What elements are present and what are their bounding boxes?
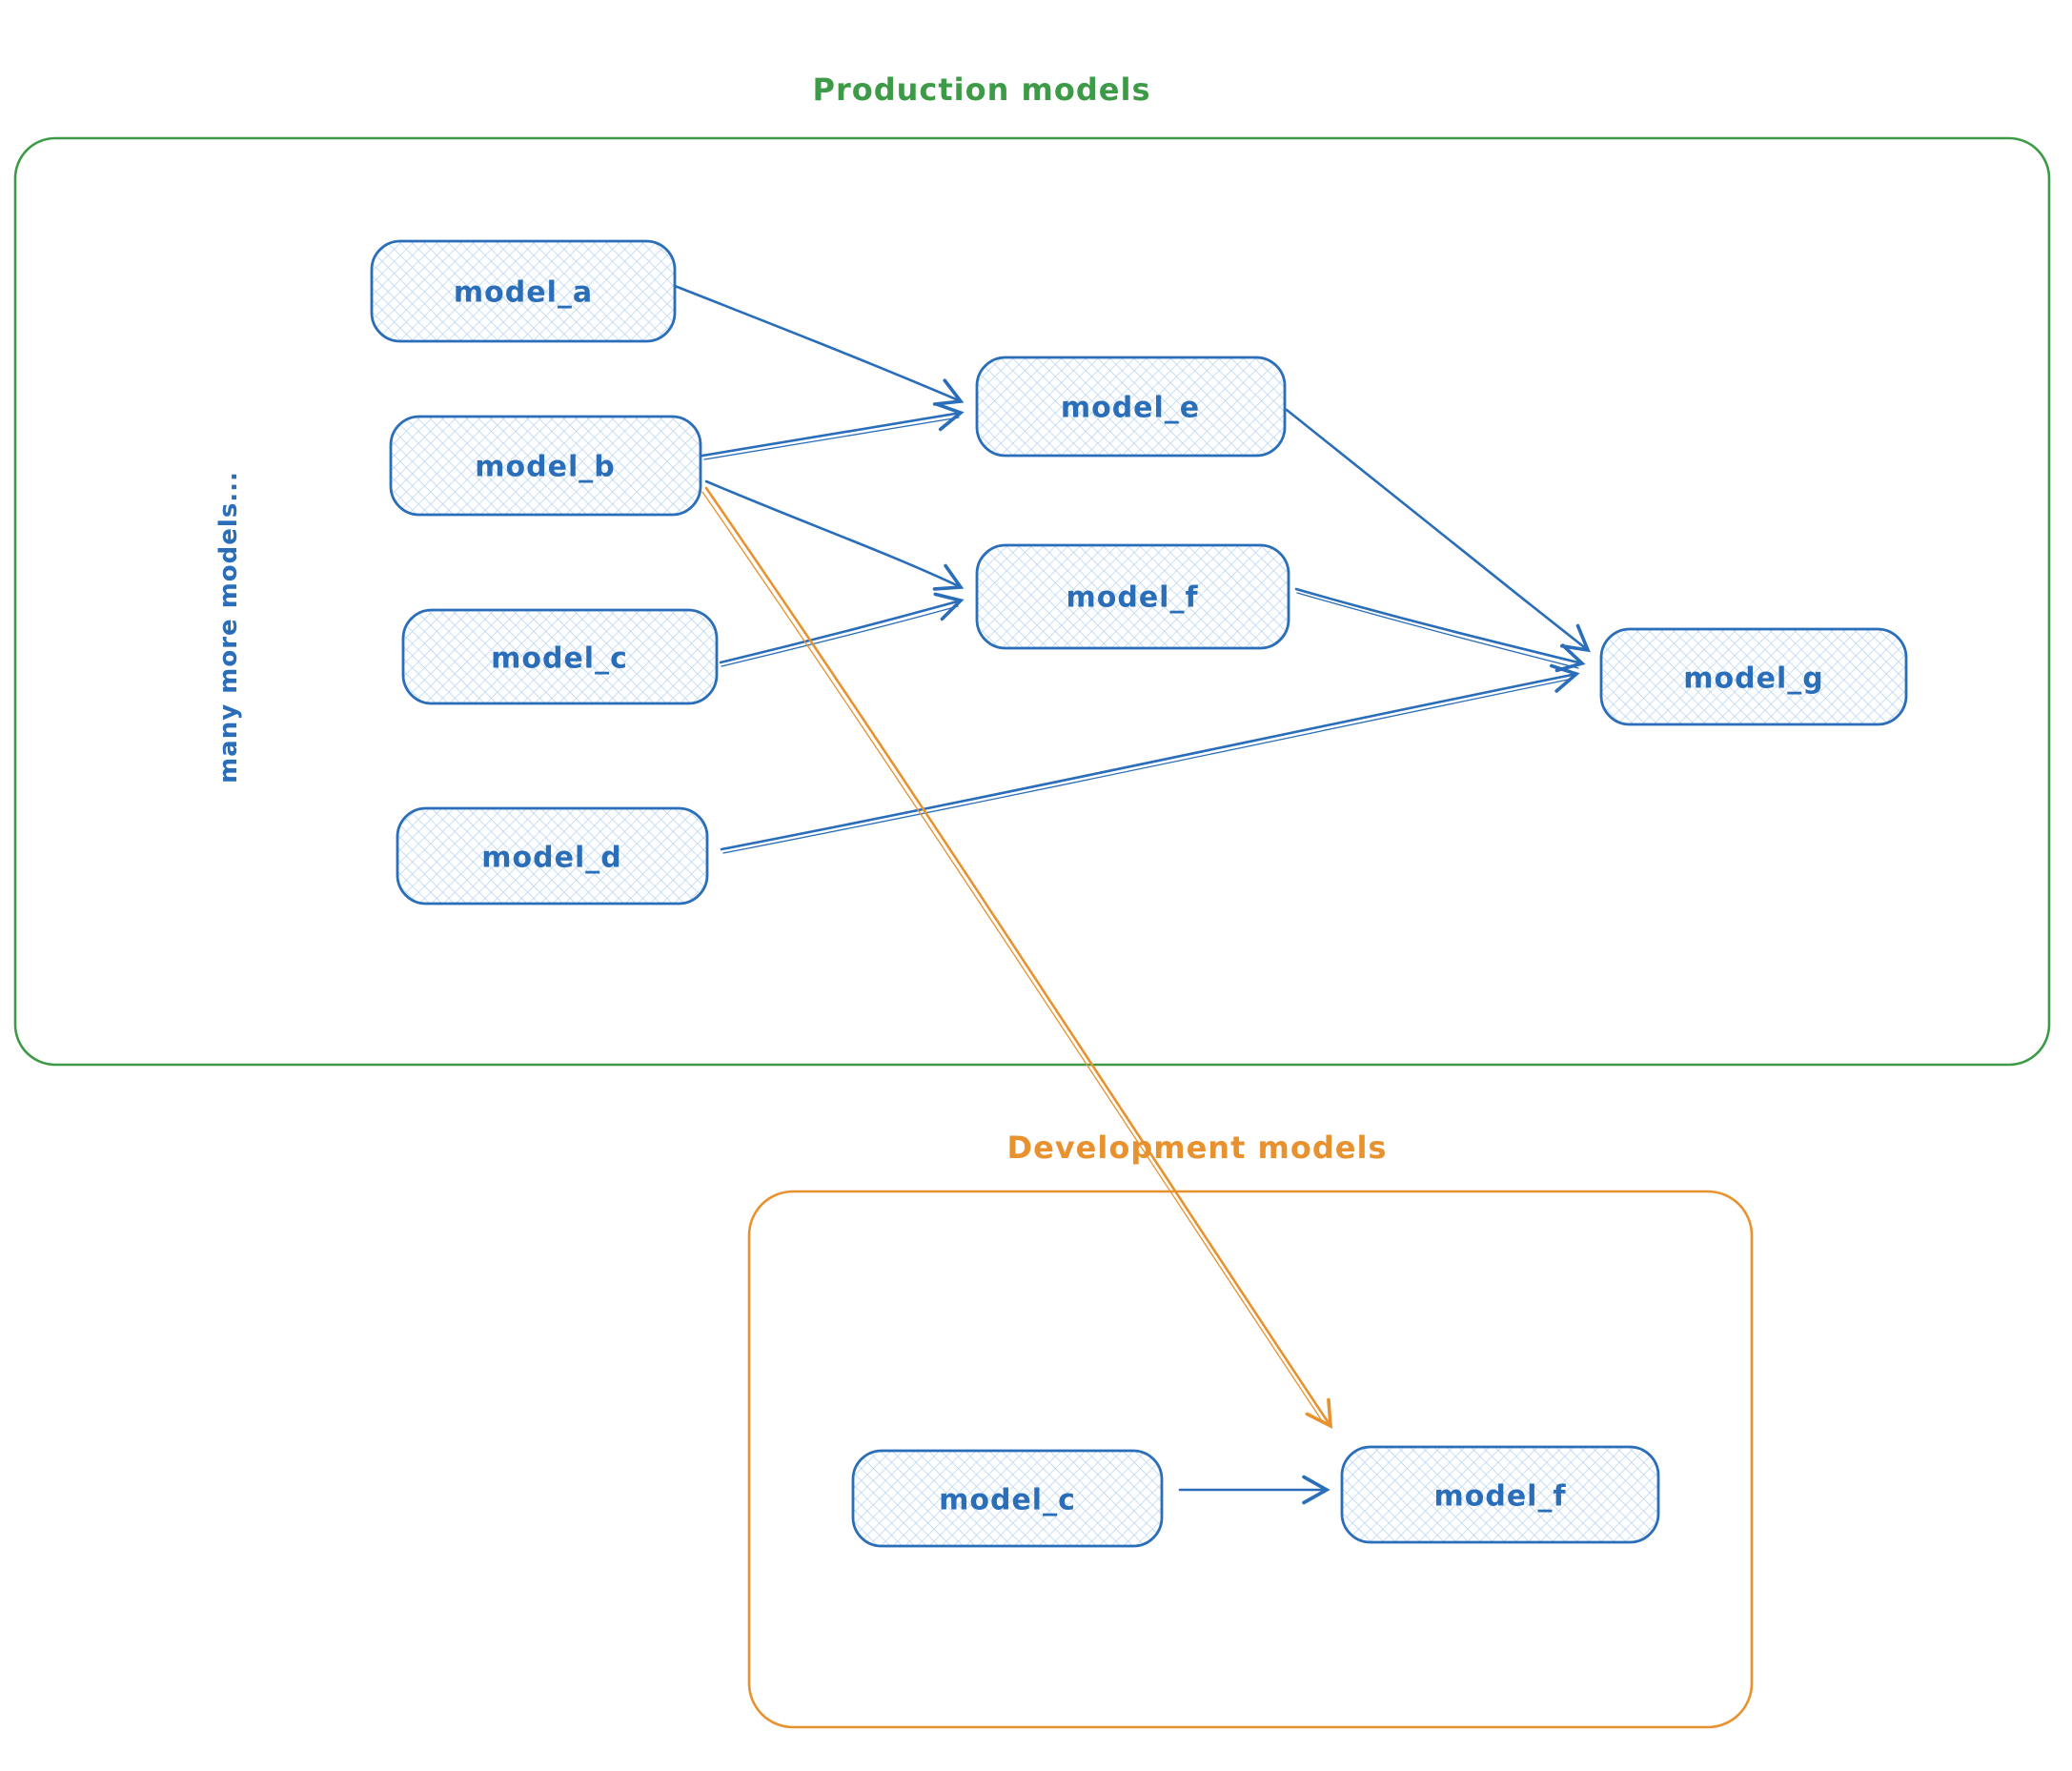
- arrow-model-c-to-model-f-sketch-stroke: [721, 605, 959, 667]
- arrow-model-f-to-model-g: [1294, 587, 1586, 673]
- production-edges: [673, 284, 1591, 854]
- node-model-g: model_g: [1599, 627, 1908, 726]
- production-nodes: model_a model_b model_c model_d model_e …: [370, 239, 1908, 906]
- arrow-model-b-to-model-e-sketch-stroke: [703, 417, 960, 460]
- arrow-model-e-to-model-g: [1285, 408, 1591, 653]
- development-nodes: model_c model_f: [851, 1445, 1660, 1548]
- node-dev-model-c: model_c: [851, 1449, 1164, 1548]
- node-model-b: model_b: [389, 415, 702, 517]
- arrow-model-b-to-dev-model-f: [704, 486, 1333, 1430]
- arrow-model-b-to-model-f: [704, 479, 965, 591]
- development-title: Development models: [1007, 1130, 1388, 1166]
- node-model-d-label: model_d: [481, 842, 621, 875]
- node-model-a: model_a: [370, 239, 677, 343]
- arrow-model-b-to-model-e: [701, 402, 965, 458]
- node-model-e: model_e: [975, 356, 1287, 458]
- node-model-b-label: model_b: [475, 451, 615, 484]
- arrow-model-b-to-dev-model-f-sketch-stroke: [701, 491, 1324, 1423]
- node-dev-model-f: model_f: [1340, 1445, 1660, 1544]
- production-title: Production models: [813, 71, 1151, 108]
- node-dev-model-c-label: model_c: [939, 1484, 1076, 1517]
- development-container: [747, 1190, 1754, 1729]
- node-model-g-label: model_g: [1683, 662, 1823, 696]
- node-model-d: model_d: [396, 806, 709, 906]
- arrow-model-a-to-model-e: [673, 284, 965, 406]
- arrow-model-d-to-model-g: [720, 663, 1580, 851]
- many-more-models-label: many more models...: [214, 471, 243, 784]
- node-dev-model-f-label: model_f: [1433, 1480, 1566, 1514]
- arrow-model-f-to-model-g-sketch-stroke: [1296, 592, 1579, 669]
- arrow-model-c-to-model-f: [719, 592, 965, 664]
- arrow-model-d-to-model-g-sketch-stroke: [722, 678, 1574, 854]
- node-model-c: model_c: [401, 608, 719, 705]
- cross-edge: [701, 486, 1333, 1430]
- node-model-e-label: model_e: [1061, 392, 1200, 425]
- node-model-f-label: model_f: [1066, 581, 1198, 615]
- node-model-f: model_f: [975, 543, 1290, 650]
- node-model-c-label: model_c: [491, 642, 628, 676]
- production-container: [13, 136, 2051, 1067]
- node-model-a-label: model_a: [454, 276, 593, 310]
